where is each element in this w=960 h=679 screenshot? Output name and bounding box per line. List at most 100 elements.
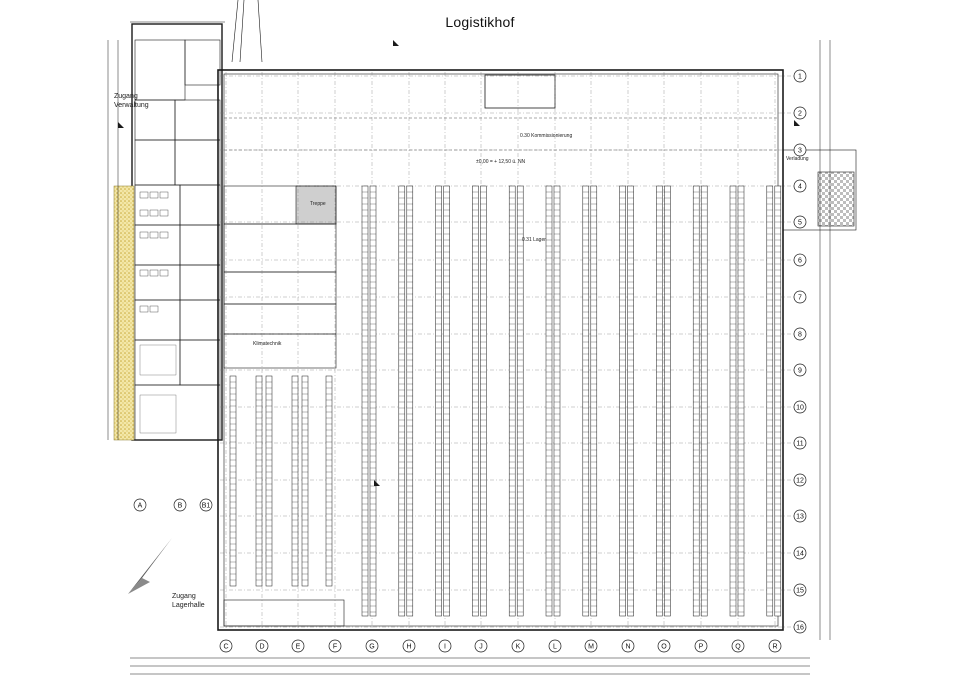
rack-row xyxy=(545,185,553,617)
side-entrance-box xyxy=(782,149,857,231)
conference-seating xyxy=(139,344,177,434)
row-marker-label: 13 xyxy=(796,514,804,521)
column-marker-label: P xyxy=(699,644,704,651)
column-marker: F xyxy=(328,639,342,653)
row-marker-label: 5 xyxy=(798,220,802,227)
rack-row xyxy=(435,185,442,617)
column-marker-label: R xyxy=(772,644,777,651)
column-marker-label: F xyxy=(333,644,337,651)
rack-row xyxy=(325,375,333,587)
column-marker-label: H xyxy=(406,644,411,651)
column-marker: M xyxy=(584,639,598,653)
rack-row xyxy=(361,185,369,617)
rack-row xyxy=(398,185,406,617)
column-marker-label: A xyxy=(138,503,143,510)
column-marker-label: Q xyxy=(735,644,741,651)
label-entrance-hall: Zugang Lagerhalle xyxy=(172,593,205,609)
label-stair: Treppe xyxy=(310,201,326,207)
row-marker-label: 4 xyxy=(798,184,802,191)
aisles xyxy=(224,117,778,151)
rack-row xyxy=(472,185,479,617)
rack-row xyxy=(590,185,598,617)
rack-row xyxy=(692,185,700,617)
label-main-hall: 0.30 Kommissionierung xyxy=(520,133,573,139)
column-marker: G xyxy=(365,639,379,653)
column-marker: B xyxy=(173,498,187,512)
row-marker-label: 1 xyxy=(798,74,802,81)
row-marker: 2 xyxy=(793,106,807,120)
column-marker: B1 xyxy=(199,498,213,512)
column-marker-label: K xyxy=(516,644,521,651)
column-marker-label: O xyxy=(661,644,667,651)
row-marker: 8 xyxy=(793,327,807,341)
row-marker: 10 xyxy=(793,400,807,414)
label-loading: Verladung xyxy=(786,156,809,162)
rack-row xyxy=(656,185,663,617)
column-marker: D xyxy=(255,639,269,653)
row-marker-label: 3 xyxy=(798,148,802,155)
row-marker: 6 xyxy=(793,253,807,267)
column-marker: A xyxy=(133,498,147,512)
row-marker: 4 xyxy=(793,179,807,193)
column-marker-label: L xyxy=(553,644,557,651)
column-marker-label: D xyxy=(259,644,264,651)
column-marker-label: N xyxy=(625,644,630,651)
column-marker: R xyxy=(768,639,782,653)
column-marker: I xyxy=(438,639,452,653)
column-marker-label: G xyxy=(369,644,374,651)
label-level-note: ±0,00 = + 12,50 ü. NN xyxy=(476,159,526,165)
rack-row xyxy=(301,375,309,587)
row-marker: 12 xyxy=(793,473,807,487)
column-marker-label: E xyxy=(296,644,301,651)
rack-row xyxy=(729,185,737,617)
rack-row xyxy=(516,185,524,617)
row-marker: 15 xyxy=(793,583,807,597)
rack-row xyxy=(627,185,634,617)
row-marker: 16 xyxy=(793,620,807,634)
row-marker: 14 xyxy=(793,546,807,560)
label-rack-hall: 0.31 Lager xyxy=(522,237,546,243)
building-outline xyxy=(131,23,784,631)
column-marker-label: B xyxy=(178,503,183,510)
desk-clusters xyxy=(139,191,169,313)
rack-row xyxy=(291,375,299,587)
rack-row xyxy=(664,185,671,617)
rack-row xyxy=(508,185,516,617)
column-marker-label: I xyxy=(444,644,446,651)
rack-row xyxy=(619,185,626,617)
column-marker: N xyxy=(621,639,635,653)
rack-row xyxy=(255,375,263,587)
row-marker-label: 15 xyxy=(796,588,804,595)
label-entrance-admin: Zugang Verwaltung xyxy=(114,93,149,109)
row-marker-label: 16 xyxy=(796,625,804,632)
rack-rows xyxy=(229,185,782,617)
column-marker-label: C xyxy=(223,644,228,651)
rack-row xyxy=(553,185,561,617)
checker-floor xyxy=(817,171,855,227)
office-wing xyxy=(134,39,221,441)
rack-row xyxy=(700,185,708,617)
rack-row xyxy=(766,185,774,617)
row-marker-label: 6 xyxy=(798,258,802,265)
column-marker-label: M xyxy=(588,644,594,651)
rack-row xyxy=(582,185,590,617)
landscape-strip xyxy=(113,185,135,441)
row-marker: 13 xyxy=(793,509,807,523)
column-marker: E xyxy=(291,639,305,653)
grey-room xyxy=(295,185,337,225)
row-marker-label: 7 xyxy=(798,295,802,302)
row-marker: 9 xyxy=(793,363,807,377)
label-cooling: Klimatechnik xyxy=(253,341,282,347)
rack-row xyxy=(774,185,782,617)
row-marker-label: 12 xyxy=(796,478,804,485)
section-markers xyxy=(118,40,800,486)
north-arrow-icon xyxy=(128,538,172,594)
row-marker-label: 11 xyxy=(796,441,803,448)
column-marker: H xyxy=(402,639,416,653)
row-marker-label: 10 xyxy=(796,405,804,412)
rack-row xyxy=(737,185,745,617)
rack-row xyxy=(443,185,450,617)
